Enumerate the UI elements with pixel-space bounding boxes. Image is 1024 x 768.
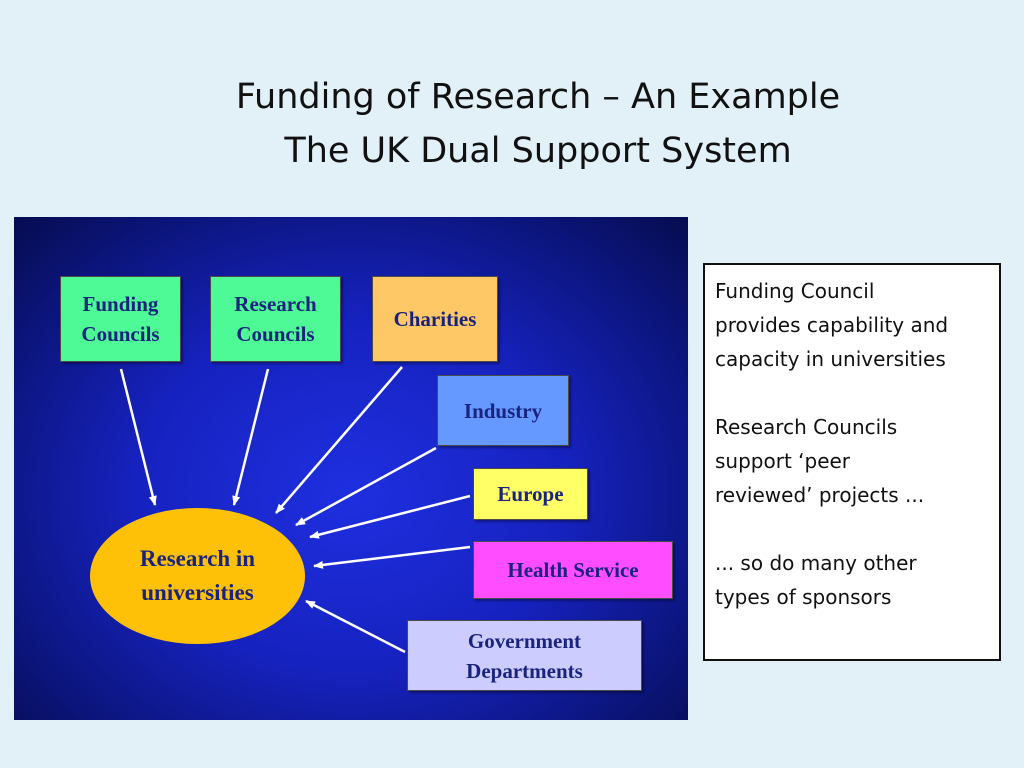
title-line-1: Funding of Research – An Example <box>235 77 841 117</box>
charities-box: Charities <box>372 276 498 362</box>
research-in-universities-label: Research in universities <box>139 546 256 605</box>
title-line-2: The UK Dual Support System <box>284 131 792 171</box>
arrow-europe <box>309 494 471 539</box>
research-in-universities-ellipse: Research in universities <box>90 508 305 644</box>
slide-title: Funding of Research – An Example The UK … <box>0 70 1024 178</box>
arrow-government-departments <box>305 599 406 654</box>
charities-label: Charities <box>393 307 477 331</box>
government-departments-box: Government Departments <box>407 620 642 691</box>
arrow-health-service <box>313 545 471 569</box>
arrow-research-councils <box>232 368 270 506</box>
note-paragraph-1: Funding Council provides capability and … <box>715 279 949 371</box>
arrow-funding-councils <box>119 368 157 506</box>
health-service-box: Health Service <box>473 541 673 599</box>
arrows-layer <box>119 366 471 654</box>
research-councils-box: Research Councils <box>210 276 341 362</box>
arrow-industry <box>295 446 437 527</box>
health-service-label: Health Service <box>507 558 639 582</box>
europe-label: Europe <box>497 482 564 506</box>
europe-box: Europe <box>473 468 588 520</box>
government-departments-label: Government Departments <box>466 628 583 683</box>
funding-diagram: Funding Councils Research Councils Chari… <box>14 217 688 720</box>
funding-councils-label: Funding Councils <box>81 292 160 346</box>
research-councils-label: Research Councils <box>234 292 317 346</box>
explanation-textbox: Funding Council provides capability and … <box>703 263 1001 661</box>
arrow-charities <box>275 366 403 514</box>
funding-councils-box: Funding Councils <box>60 276 181 362</box>
industry-label: Industry <box>463 398 543 423</box>
note-paragraph-3: ... so do many other types of sponsors <box>715 551 917 609</box>
note-paragraph-2: Research Councils support ‘peer reviewed… <box>715 415 925 507</box>
industry-box: Industry <box>437 375 569 446</box>
